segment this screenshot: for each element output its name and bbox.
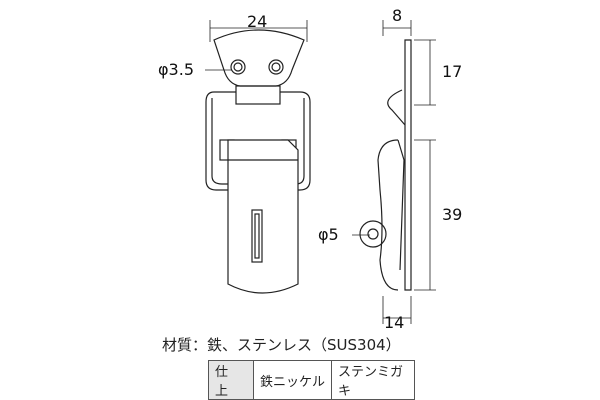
dim-height-upper: 17 [442, 62, 463, 81]
dim-depth-bottom: 14 [384, 313, 405, 332]
dimension-lines [205, 20, 436, 324]
finish-stainless: ステンミガキ [331, 360, 416, 400]
front-view [205, 29, 311, 294]
finish-table: 仕 上 鉄ニッケル ステンミガキ [208, 360, 416, 400]
dim-hole-dia: φ3.5 [158, 60, 194, 79]
finish-header: 仕 上 [208, 360, 254, 400]
dim-width-top: 24 [247, 12, 268, 31]
dim-depth-top: 8 [392, 6, 403, 25]
material-label: 材質：鉄、ステンレス（SUS304） [162, 336, 401, 354]
dim-height-lower: 39 [442, 205, 463, 224]
dim-pin-dia: φ5 [318, 225, 339, 244]
side-view [359, 39, 412, 291]
finish-iron: 鉄ニッケル [252, 360, 333, 400]
